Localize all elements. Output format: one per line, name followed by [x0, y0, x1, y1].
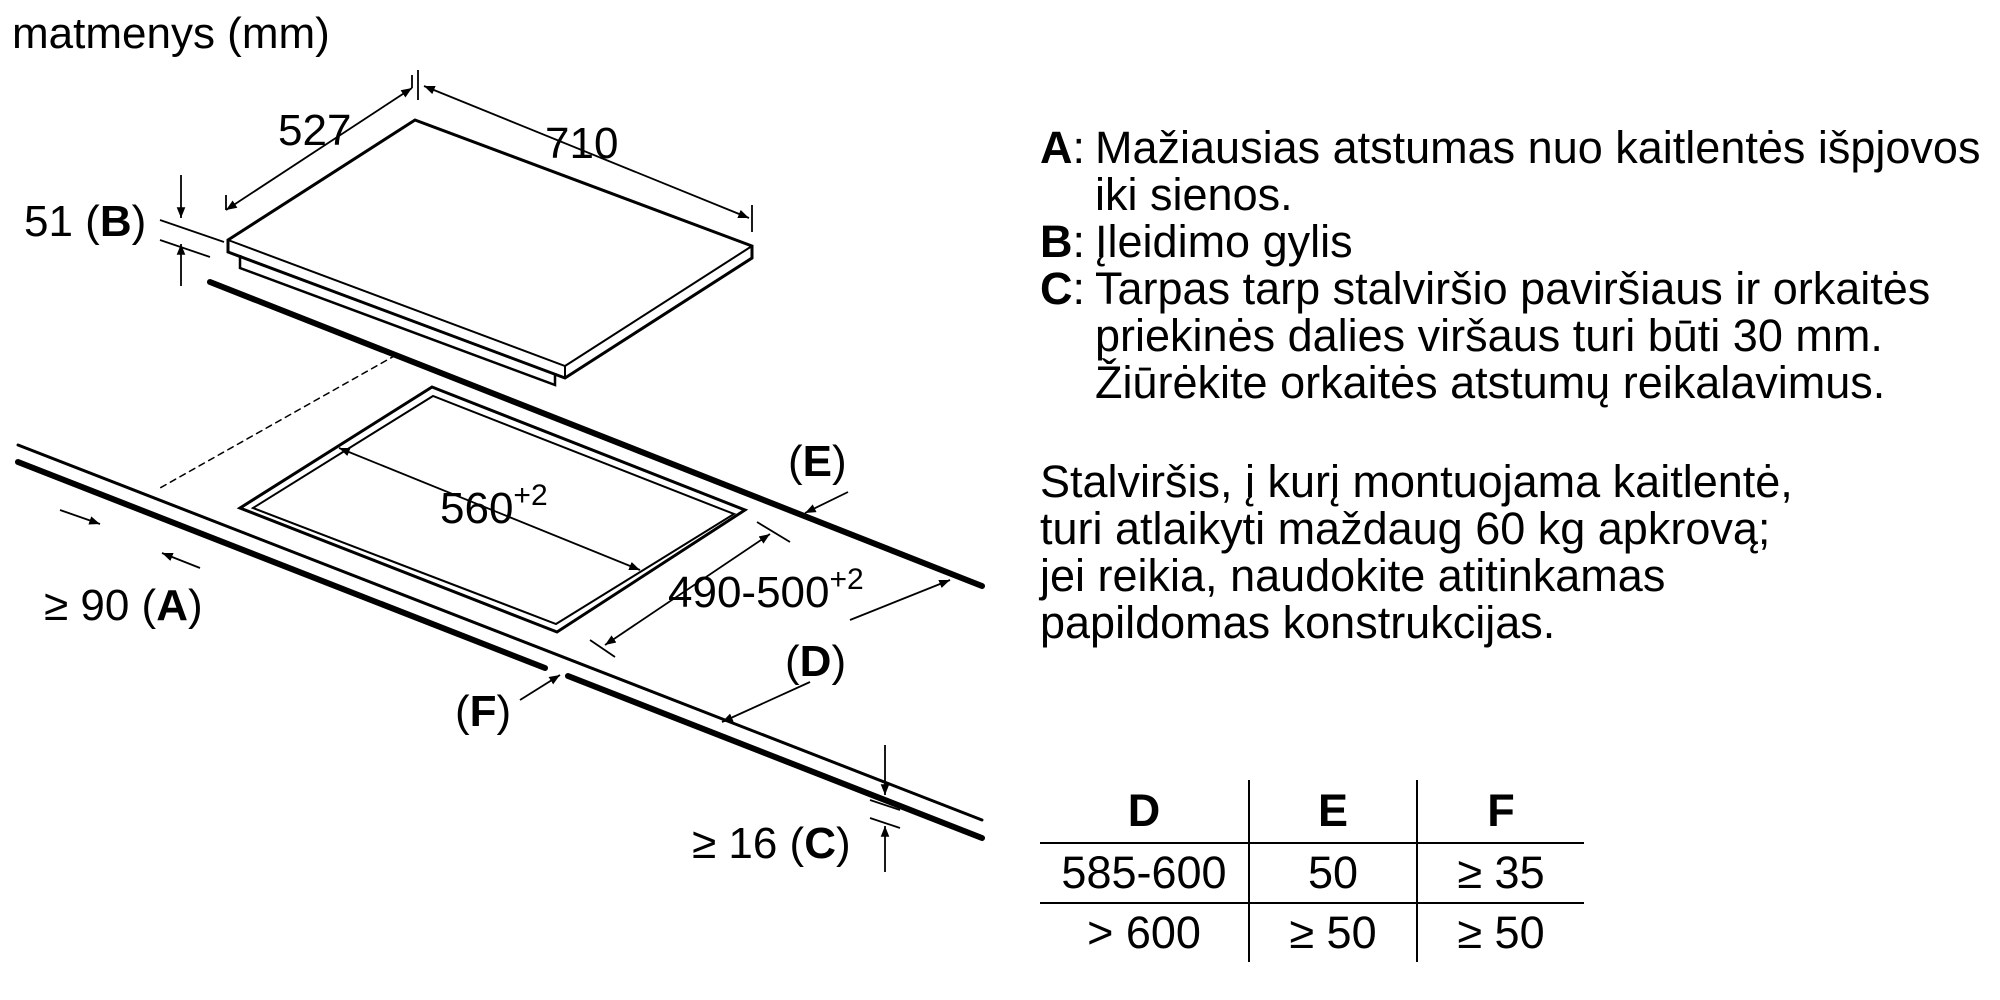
note-line: Stalviršis, į kurį montuojama kaitlentė,: [1040, 456, 1793, 507]
table-cell: ≥ 50: [1248, 902, 1417, 962]
dim-c-close: ): [836, 819, 851, 868]
legend-item-c: C: Tarpas tarp stalviršio paviršiaus ir …: [1040, 265, 1990, 406]
dim-f-letter: F: [470, 687, 497, 736]
dim-a-label: ≥ 90 (A): [44, 581, 203, 630]
dim-d-open: (: [785, 637, 800, 686]
legend-key: A: [1040, 124, 1073, 218]
table-cell: 50: [1248, 842, 1417, 903]
table-cell: ≥ 35: [1416, 842, 1584, 903]
dim-d-letter: D: [800, 637, 832, 686]
legend-item-b: B: Įleidimo gylis: [1040, 218, 1990, 265]
dim-d-label: (D): [785, 637, 846, 686]
dim-a-letter: A: [156, 581, 188, 630]
table-header-f: F: [1416, 780, 1584, 843]
legend-key-letter: C: [1040, 263, 1073, 314]
dim-b-label: 51 (B): [24, 197, 146, 246]
legend-key-letter: A: [1040, 122, 1073, 173]
table-row: > 600 ≥ 50 ≥ 50: [1040, 902, 1584, 962]
dim-c-value: ≥ 16 (: [692, 819, 805, 868]
dim-527-label: 527: [278, 106, 351, 155]
legend-text: Tarpas tarp stalviršio paviršiaus ir ork…: [1095, 263, 1931, 408]
table-cell: ≥ 50: [1416, 902, 1584, 962]
legend-colon: :: [1072, 216, 1086, 267]
dim-e-open: (: [788, 437, 803, 486]
dim-c-label: ≥ 16 (C): [692, 819, 851, 868]
dim-b-value: 51 (: [24, 197, 100, 246]
table-header-row: D E F: [1040, 780, 1584, 843]
dim-f-label: (F): [455, 687, 511, 736]
dim-a-close: ): [188, 581, 203, 630]
spacing-table: D E F 585-600 50 ≥ 35 > 600 ≥ 50 ≥ 50: [1040, 780, 1584, 962]
cooktop: [226, 118, 754, 387]
table-cell: > 600: [1040, 902, 1249, 962]
legend-text: Mažiausias atstumas nuo kaitlentės išpjo…: [1095, 122, 1981, 220]
table-header-d: D: [1127, 785, 1161, 836]
load-note: Stalviršis, į kurį montuojama kaitlentė,…: [1040, 458, 1990, 646]
dim-e-label: (E): [788, 437, 847, 486]
dim-d-close: ): [831, 637, 846, 686]
table-row: 585-600 50 ≥ 35: [1040, 842, 1584, 903]
dim-490-label: 490-500+2: [668, 563, 864, 617]
legend-colon: :: [1072, 263, 1086, 314]
dim-f-close: ): [497, 687, 512, 736]
cutout: [236, 385, 749, 634]
dim-560-value: 560: [440, 484, 513, 533]
legend-item-a: A: Mažiausias atstumas nuo kaitlentės iš…: [1040, 124, 1990, 218]
dim-e-close: ): [832, 437, 847, 486]
diagram-title: matmenys (mm): [12, 9, 330, 58]
installation-diagram: matmenys (mm): [12, 9, 985, 872]
legend-key-letter: B: [1040, 216, 1073, 267]
table-header-e: E: [1248, 780, 1417, 843]
legend: A: Mažiausias atstumas nuo kaitlentės iš…: [1040, 124, 1990, 406]
table-cell: 585-600: [1040, 842, 1249, 903]
dim-560-label: 560+2: [440, 479, 548, 533]
dim-490-value: 490-500: [668, 568, 829, 617]
dim-a-value: ≥ 90 (: [44, 581, 157, 630]
legend-key: B: [1040, 218, 1073, 265]
dim-b-letter: B: [100, 197, 132, 246]
note-line: turi atlaikyti maždaug 60 kg apkrovą;: [1040, 503, 1771, 554]
dim-560-tolerance: +2: [513, 479, 547, 512]
dim-490-tolerance: +2: [829, 563, 863, 596]
legend-text: Įleidimo gylis: [1095, 216, 1353, 267]
legend-key: C: [1040, 265, 1073, 406]
legend-colon: :: [1072, 122, 1086, 173]
note-line: papildomas konstrukcijas.: [1040, 597, 1556, 648]
dim-e-letter: E: [803, 437, 832, 486]
dim-c-letter: C: [804, 819, 836, 868]
note-line: jei reikia, naudokite atitinkamas: [1040, 550, 1666, 601]
dim-710-label: 710: [545, 119, 618, 168]
worktop: [15, 279, 985, 841]
dim-b-close: ): [132, 197, 147, 246]
dim-f-open: (: [455, 687, 470, 736]
dimension-lines: [59, 70, 951, 872]
